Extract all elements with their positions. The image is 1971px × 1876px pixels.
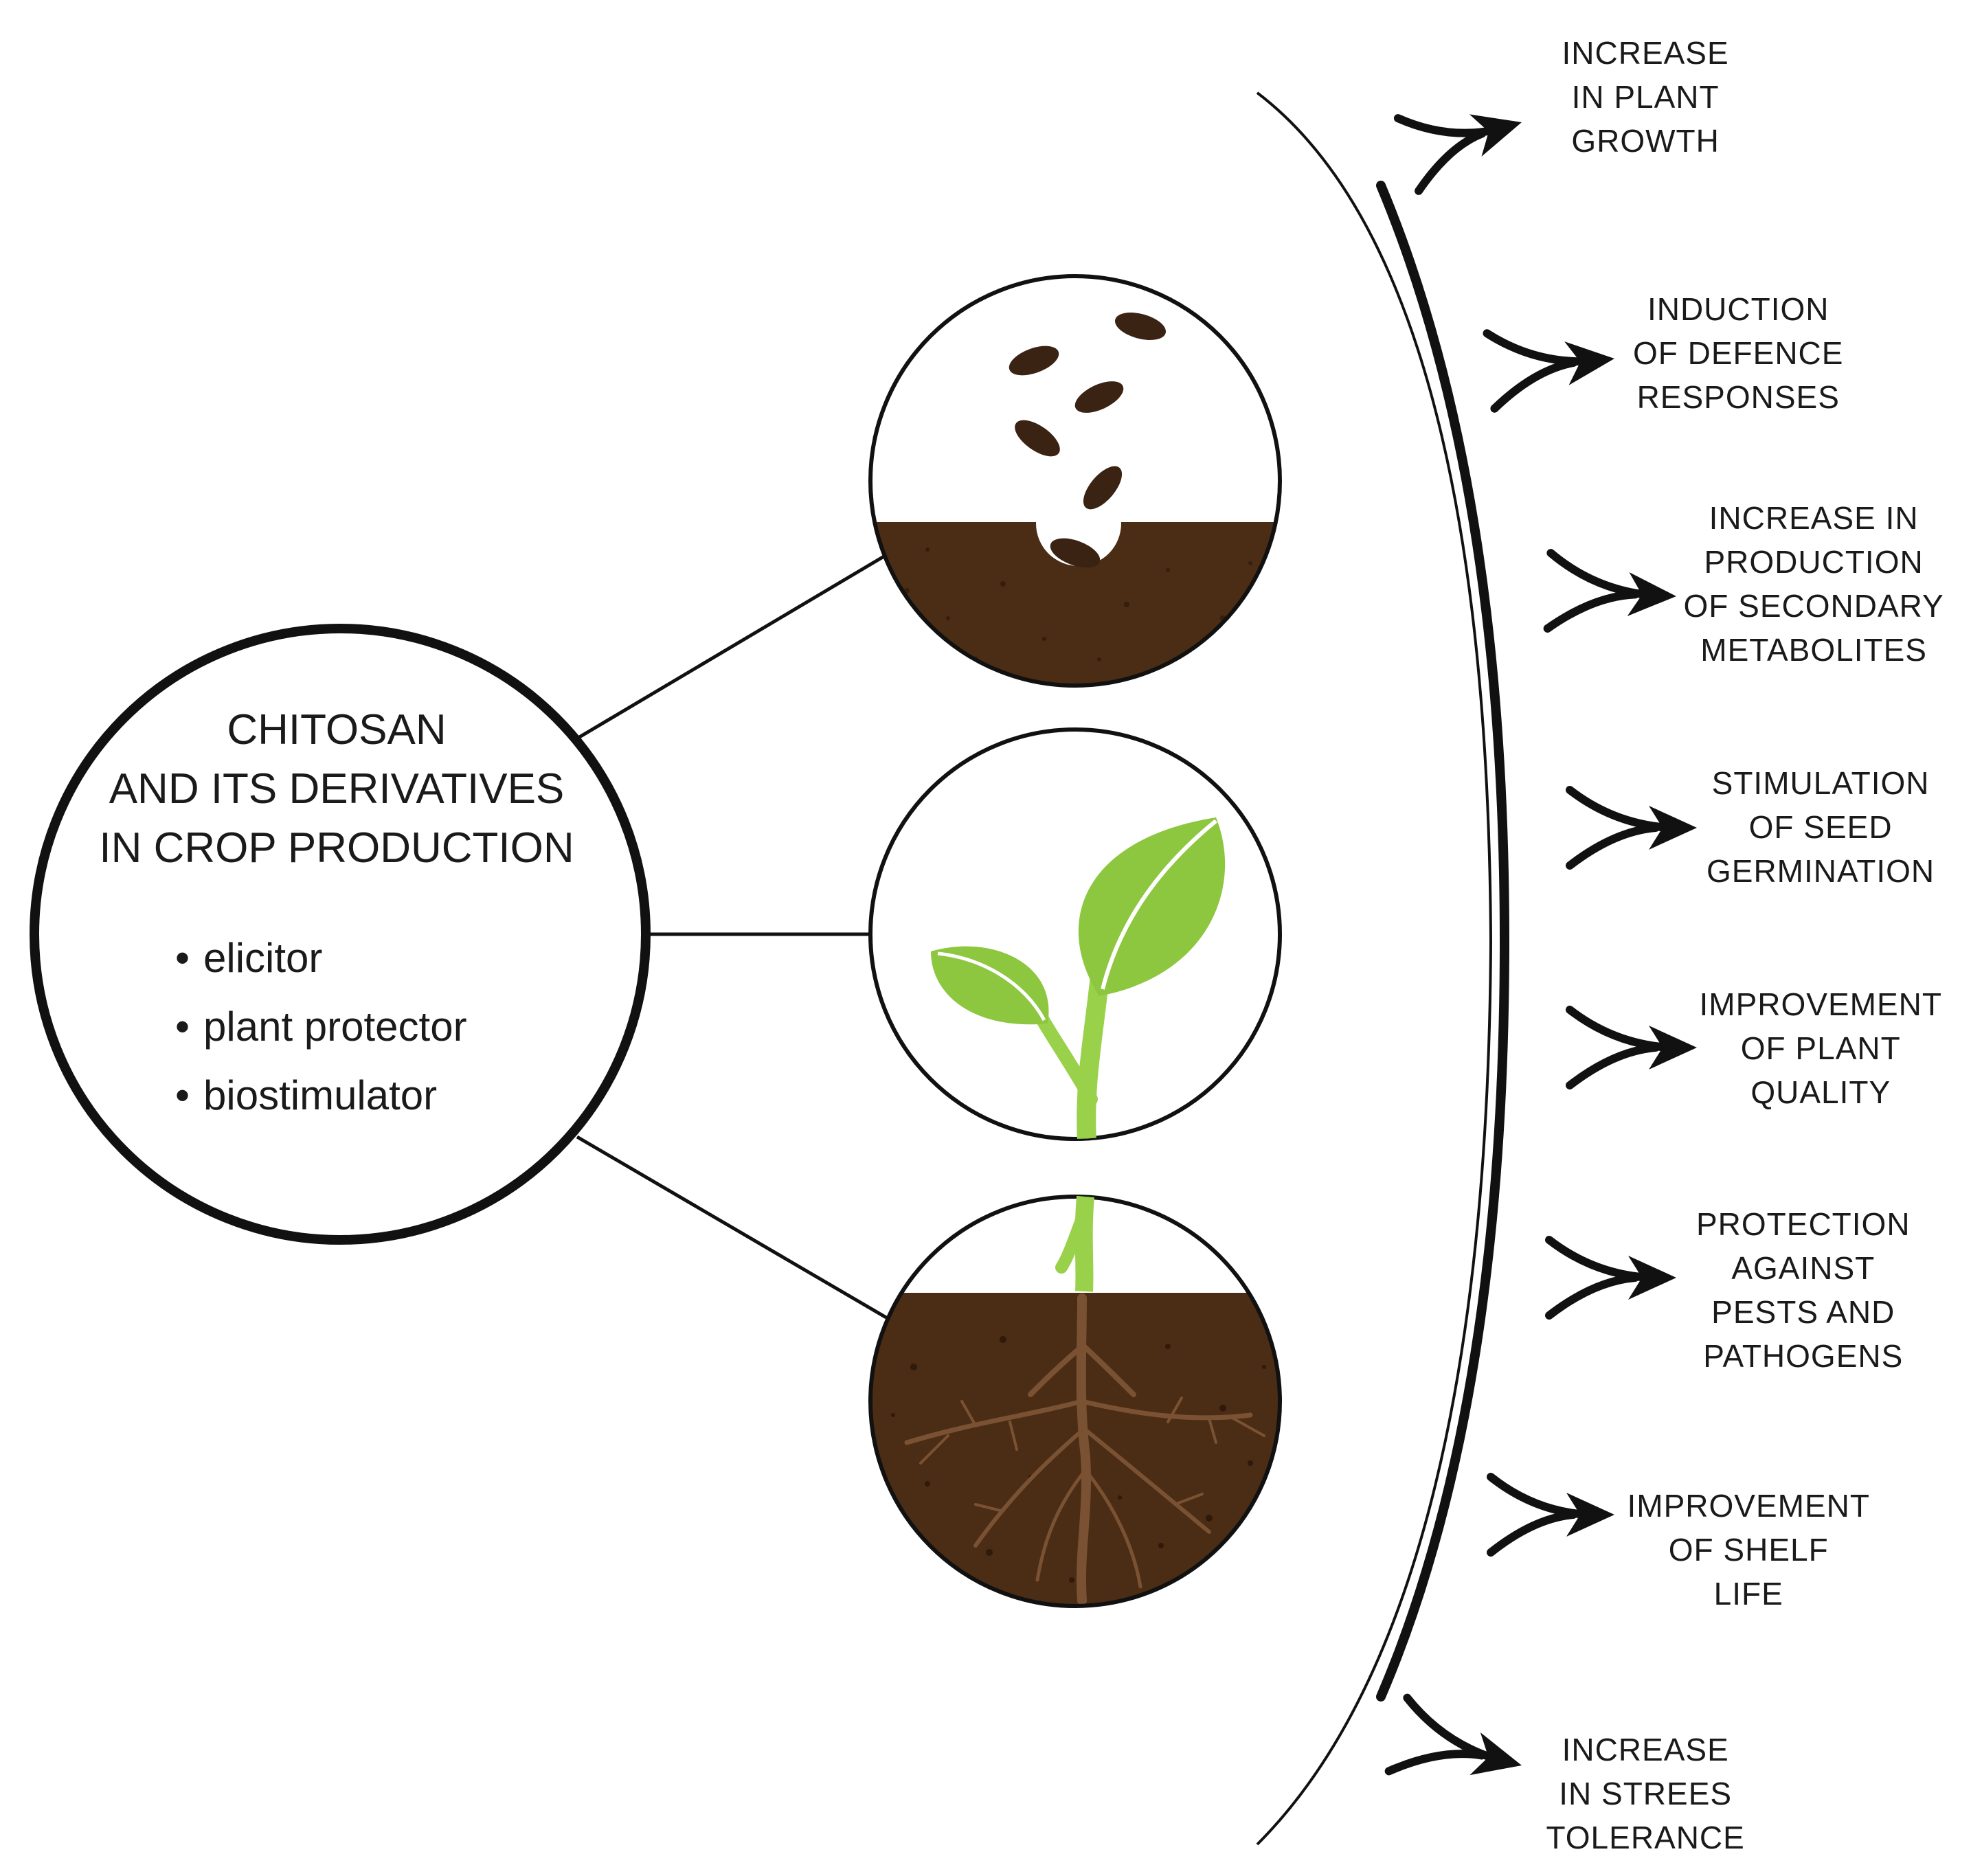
effect-label-line: PROTECTION: [1696, 1206, 1911, 1242]
effect-label-line: AGAINST: [1731, 1250, 1876, 1286]
seed: [1083, 466, 1123, 510]
seed: [1115, 313, 1166, 340]
effect-arrows: [1384, 114, 1697, 1776]
effect-label-line: IMPROVEMENT: [1699, 986, 1942, 1022]
effect-label-line: OF DEFENCE: [1633, 335, 1844, 371]
effect-label: IMPROVEMENT OF SHELF LIFE: [1628, 1484, 1870, 1616]
arrow-icon: [1393, 114, 1522, 195]
effect-label: INCREASE IN PLANT GROWTH: [1562, 31, 1729, 163]
arrow-icon: [1566, 1006, 1697, 1089]
title-line: IN CROP PRODUCTION: [99, 824, 574, 872]
root-branch: [1028, 1344, 1085, 1397]
arrow-icon: [1566, 786, 1697, 870]
effect-label-line: OF SECONDARY: [1683, 588, 1944, 624]
effect-label-line: OF SHELF: [1668, 1532, 1829, 1568]
effect-label-line: GROWTH: [1571, 123, 1720, 159]
effect-label-line: PRODUCTION: [1704, 544, 1924, 580]
root-branch: [1035, 1468, 1088, 1582]
arrow-icon: [1487, 1473, 1614, 1557]
effect-label-line: IMPROVEMENT: [1627, 1488, 1870, 1524]
arrow-icon: [1543, 549, 1676, 633]
leaf-small: [931, 946, 1049, 1025]
effect-label-line: IN STREES: [1559, 1776, 1733, 1811]
effects-arc: [1256, 91, 1493, 1846]
effect-label-line: STIMULATION: [1711, 765, 1930, 801]
root-system-illustration: [868, 1195, 1282, 1608]
effect-label: INDUCTION OF DEFENCE RESPONSES: [1633, 287, 1843, 419]
plant-side-stem: [1055, 1203, 1092, 1274]
effects-arc-thick: [1376, 181, 1510, 1702]
effect-label-line: RESPONSES: [1636, 379, 1840, 415]
leaf-small-vein: [937, 951, 1046, 1021]
effect-label-line: INCREASE IN: [1709, 500, 1919, 536]
root-branch: [973, 1427, 1086, 1548]
role-list: elicitor plant protector biostimulator: [175, 924, 467, 1130]
effect-label-line: PATHOGENS: [1703, 1338, 1904, 1374]
seed: [1074, 381, 1124, 413]
leaf-large-vein: [1101, 819, 1217, 990]
root-branch: [1083, 1468, 1142, 1589]
effect-label: INCREASE IN STREES TOLERANCE: [1546, 1728, 1745, 1860]
effect-label-line: GERMINATION: [1707, 853, 1935, 889]
circle-bottom-outline: [868, 1195, 1282, 1608]
role-item: plant protector: [175, 993, 467, 1061]
seed: [1050, 538, 1101, 568]
effect-label-line: QUALITY: [1750, 1074, 1891, 1110]
root-branch: [904, 1399, 1085, 1445]
root-branch: [1081, 1344, 1136, 1397]
central-title: CHITOSAN AND ITS DERIVATIVES IN CROP PRO…: [69, 701, 605, 878]
connector-line-bottom: [576, 1135, 888, 1320]
seed: [1009, 346, 1059, 376]
effect-label-line: PESTS AND: [1711, 1294, 1895, 1330]
role-item: elicitor: [175, 924, 467, 993]
effect-label-line: OF SEED: [1748, 809, 1893, 845]
effect-label-line: TOLERANCE: [1546, 1820, 1745, 1855]
root-hair: [919, 1397, 1265, 1513]
title-line: CHITOSAN: [227, 706, 447, 754]
seed: [1015, 420, 1060, 457]
root-branch: [1082, 1427, 1211, 1534]
arrow-icon: [1483, 329, 1614, 413]
effect-label-line: LIFE: [1713, 1576, 1783, 1612]
effect-label: PROTECTION AGAINST PESTS AND PATHOGENS: [1696, 1202, 1911, 1378]
seedling-stem: [1077, 973, 1109, 1139]
effect-label-line: INCREASE: [1562, 35, 1729, 71]
seeds-in-soil-illustration: [868, 274, 1282, 688]
effect-label-line: METABOLITES: [1700, 632, 1927, 668]
title-line: AND ITS DERIVATIVES: [109, 765, 565, 813]
effect-label-line: INCREASE: [1562, 1732, 1729, 1767]
effect-label: STIMULATION OF SEED GERMINATION: [1707, 761, 1935, 893]
arrow-icon: [1545, 1236, 1676, 1320]
green-seedling-illustration: [868, 727, 1282, 1141]
effect-label-line: OF PLANT: [1740, 1030, 1901, 1066]
effect-label-line: IN PLANT: [1571, 79, 1720, 115]
effect-label: INCREASE IN PRODUCTION OF SECONDARY METABOL…: [1684, 496, 1944, 672]
effect-label-line: INDUCTION: [1647, 291, 1829, 327]
arrow-icon: [1384, 1693, 1522, 1776]
root-main: [1076, 1293, 1092, 1605]
connector-line-top: [576, 553, 888, 741]
role-item: biostimulator: [175, 1061, 467, 1130]
seedling-side-stem: [1034, 1010, 1098, 1106]
circle-top-outline: [868, 274, 1282, 688]
effect-label: IMPROVEMENT OF PLANT QUALITY: [1700, 982, 1942, 1114]
